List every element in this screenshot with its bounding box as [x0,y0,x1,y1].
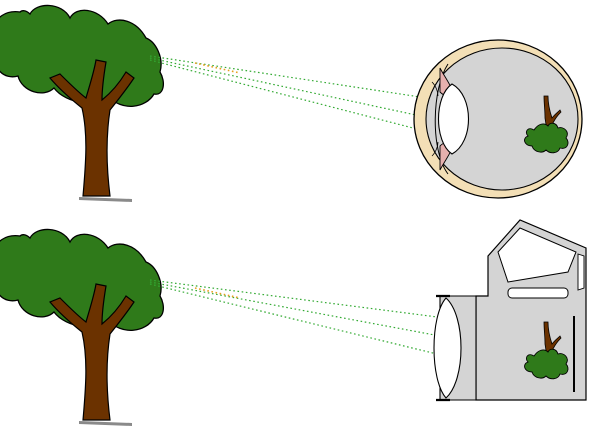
eye-row [0,4,583,203]
camera-row [0,219,587,427]
ray-highlight [194,62,241,74]
eye-icon [413,39,583,199]
tree-icon [0,4,165,203]
ray-highlight [194,287,241,299]
tree-icon [0,228,165,427]
camera-icon [433,219,587,402]
